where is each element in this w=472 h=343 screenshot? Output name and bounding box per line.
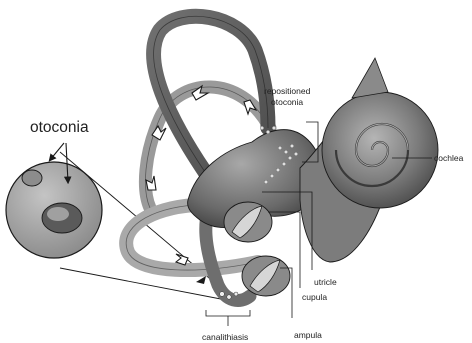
canal-dark-arrow — [196, 276, 206, 284]
cochlea — [322, 92, 438, 208]
otoconia-particle-small — [22, 170, 42, 186]
cochlea-tip — [352, 58, 388, 98]
label-utricle: utricle — [314, 277, 337, 287]
label-repositioned-line2: otoconia — [271, 97, 303, 107]
ampulla-lower — [242, 256, 290, 296]
ampulla-upper — [224, 202, 272, 242]
label-otoconia: otoconia — [30, 119, 89, 136]
label-repositioned-line1: repositioned — [264, 86, 311, 96]
label-ampula: ampula — [294, 330, 322, 340]
label-canalithiasis: canalithiasis — [202, 332, 248, 342]
otoconia-inset — [6, 162, 102, 258]
label-cupula: cupula — [302, 292, 327, 302]
label-cochlea: cochlea — [434, 153, 464, 163]
